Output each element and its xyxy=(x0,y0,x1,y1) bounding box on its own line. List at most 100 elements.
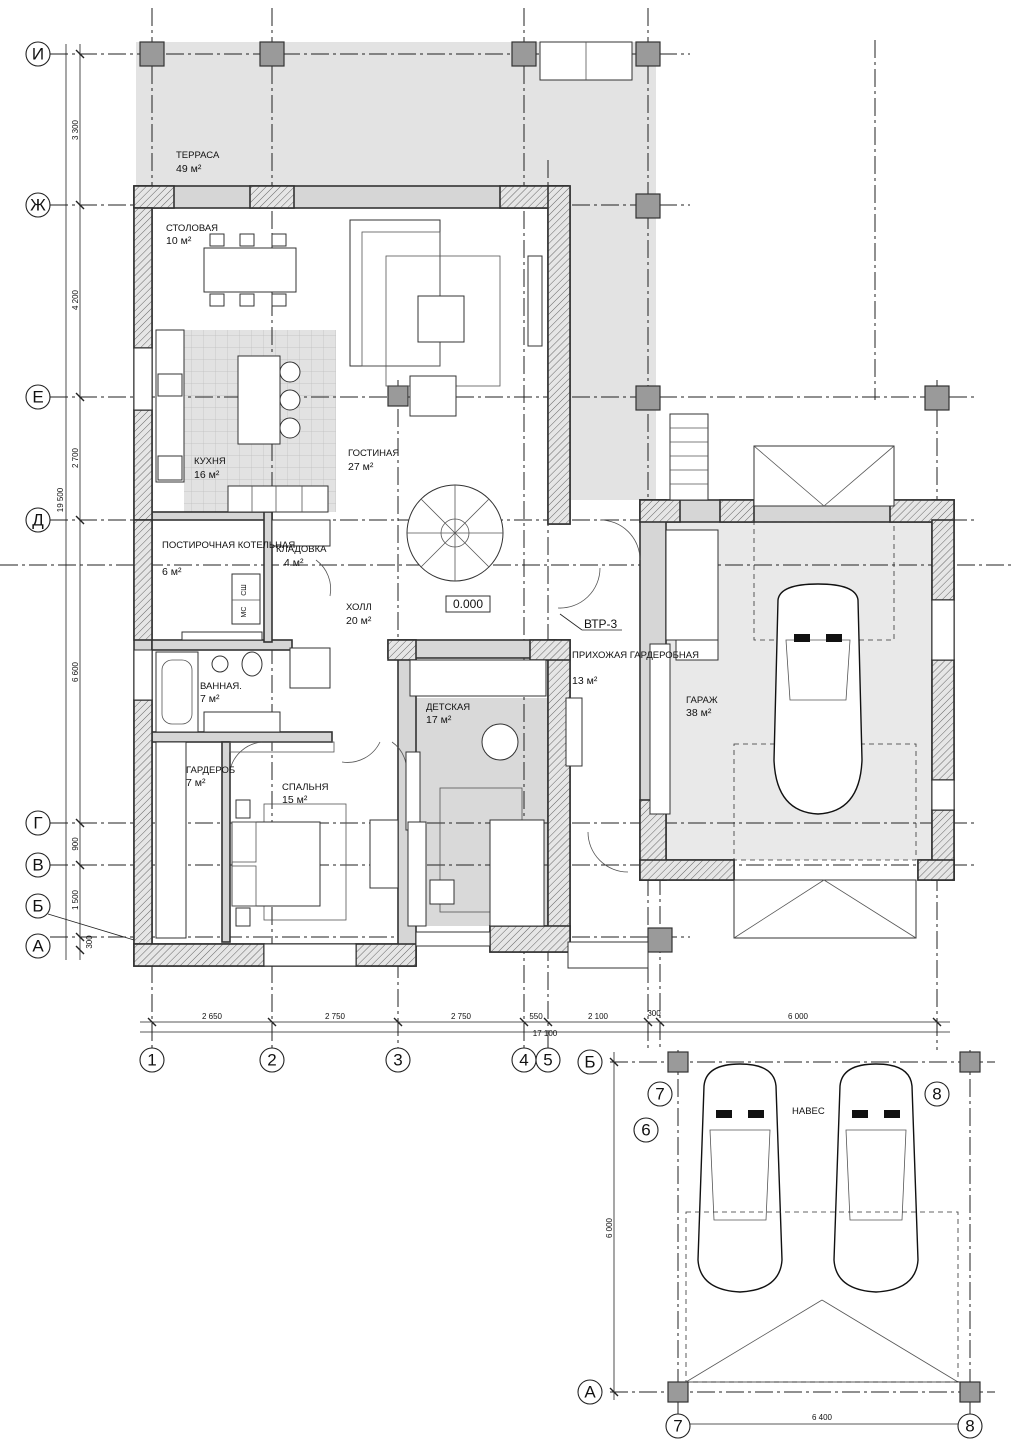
room-name: ГАРАЖ xyxy=(686,695,718,706)
room-name: ТЕРРАСА xyxy=(176,150,220,161)
room-area: 17 м² xyxy=(426,714,452,726)
furniture xyxy=(155,219,917,939)
axis-col-bubble: 3 xyxy=(385,1047,411,1073)
svg-text:Ж: Ж xyxy=(30,196,46,215)
svg-text:А: А xyxy=(32,937,44,956)
axis-row-bubble: А xyxy=(25,933,51,959)
svg-text:Б: Б xyxy=(584,1053,595,1072)
axis-row-bubble: Д xyxy=(25,507,51,533)
room-name: ВАННАЯ. xyxy=(200,681,242,692)
canopy-row-bubble: А xyxy=(577,1379,603,1405)
svg-text:2 750: 2 750 xyxy=(451,1012,472,1021)
svg-text:6: 6 xyxy=(641,1121,650,1140)
room-name: ПОСТИРОЧНАЯ КОТЕЛЬНАЯ xyxy=(162,540,295,551)
svg-text:И: И xyxy=(32,45,44,64)
canopy-row-bubble: Б xyxy=(577,1049,603,1075)
room-area: 38 м² xyxy=(686,707,712,719)
axis-row-bubble: Ж xyxy=(25,192,51,218)
cabinet-label: СШ xyxy=(241,584,248,595)
room-name: ХОЛЛ xyxy=(346,602,372,613)
axis-row-bubble: Б xyxy=(25,893,51,919)
svg-text:8: 8 xyxy=(965,1417,974,1436)
dimension-lines xyxy=(65,44,980,1429)
svg-text:4 200: 4 200 xyxy=(71,289,80,310)
axis-col-bubble: 1 xyxy=(139,1047,165,1073)
vent-label: ВТР-3 xyxy=(584,617,618,631)
svg-text:1 500: 1 500 xyxy=(71,889,80,910)
room-area: 6 м² xyxy=(162,566,182,578)
svg-text:В: В xyxy=(32,856,43,875)
svg-text:7: 7 xyxy=(655,1085,664,1104)
axis-bubbles: И Ж Е Д Г В Б А 1 2 3 4 5 6 7 8 Б А 7 8 xyxy=(25,41,983,1439)
terrace-side-fill xyxy=(568,190,656,500)
room-area: 20 м² xyxy=(346,615,372,627)
svg-text:17 100: 17 100 xyxy=(533,1029,558,1038)
svg-text:3: 3 xyxy=(393,1051,402,1070)
canopy-col-bubble: 7 xyxy=(665,1413,691,1439)
room-name: СТОЛОВАЯ xyxy=(166,223,218,234)
room-name: ДЕТСКАЯ xyxy=(426,702,470,713)
svg-text:2 650: 2 650 xyxy=(202,1012,223,1021)
room-name: ГОСТИНАЯ xyxy=(348,448,399,459)
room-area: 13 м² xyxy=(572,675,598,687)
room-area: 10 м² xyxy=(166,235,192,247)
room-name: КЛАДОВКА xyxy=(276,544,327,555)
room-name: ПРИХОЖАЯ ГАРДЕРОБНАЯ xyxy=(572,650,699,661)
svg-text:6 600: 6 600 xyxy=(71,661,80,682)
svg-text:Д: Д xyxy=(32,511,44,530)
svg-text:19 500: 19 500 xyxy=(56,487,65,512)
room-area: 49 м² xyxy=(176,163,202,175)
svg-text:2 700: 2 700 xyxy=(71,447,80,468)
svg-text:5: 5 xyxy=(543,1051,552,1070)
axis-col-bubble: 5 xyxy=(535,1047,561,1073)
room-area: 7 м² xyxy=(186,777,206,789)
svg-text:Г: Г xyxy=(33,814,42,833)
axis-col-bubble: 7 xyxy=(647,1081,673,1107)
dimension-labels: 2 650 2 750 2 750 550 2 100 300 6 000 17… xyxy=(56,119,833,1422)
axis-col-bubble: 6 xyxy=(633,1117,659,1143)
svg-text:А: А xyxy=(584,1383,596,1402)
svg-text:2: 2 xyxy=(267,1051,276,1070)
columns xyxy=(139,41,981,1403)
room-area: 16 м² xyxy=(194,469,220,481)
axis-col-bubble: 8 xyxy=(924,1081,950,1107)
axis-row-bubble: И xyxy=(25,41,51,67)
room-name: КУХНЯ xyxy=(194,456,226,467)
svg-text:300: 300 xyxy=(647,1009,661,1018)
svg-text:4: 4 xyxy=(519,1051,528,1070)
misc-labels: 0.000 ВТР-3 СШ МС xyxy=(241,584,622,631)
room-labels: ТЕРРАСА 49 м² СТОЛОВАЯ 10 м² ГОСТИНАЯ 27… xyxy=(162,150,825,1117)
svg-text:1: 1 xyxy=(147,1051,156,1070)
svg-text:300: 300 xyxy=(85,935,94,949)
canopy-col-bubble: 8 xyxy=(957,1413,983,1439)
axis-row-bubble: В xyxy=(25,852,51,878)
room-area: 7 м² xyxy=(200,693,220,705)
level-mark: 0.000 xyxy=(453,597,483,611)
axis-col-bubble: 4 xyxy=(511,1047,537,1073)
room-area: 4 м² xyxy=(284,557,304,569)
room-name: НАВЕС xyxy=(792,1106,825,1117)
svg-text:8: 8 xyxy=(932,1085,941,1104)
svg-text:550: 550 xyxy=(529,1012,543,1021)
room-area: 15 м² xyxy=(282,794,308,806)
cars xyxy=(685,583,960,1383)
cabinet-label: МС xyxy=(241,607,248,618)
svg-text:Б: Б xyxy=(32,897,43,916)
room-area: 27 м² xyxy=(348,461,374,473)
svg-text:6 400: 6 400 xyxy=(812,1413,833,1422)
svg-text:900: 900 xyxy=(71,837,80,851)
room-name: СПАЛЬНЯ xyxy=(282,782,329,793)
svg-text:6 000: 6 000 xyxy=(605,1217,614,1238)
svg-text:2 750: 2 750 xyxy=(325,1012,346,1021)
svg-text:2 100: 2 100 xyxy=(588,1012,609,1021)
axis-col-bubble: 2 xyxy=(259,1047,285,1073)
windows xyxy=(133,41,955,969)
svg-text:Е: Е xyxy=(32,388,43,407)
axis-row-bubble: Е xyxy=(25,384,51,410)
svg-text:3 300: 3 300 xyxy=(71,119,80,140)
axis-row-bubble: Г xyxy=(25,810,51,836)
svg-text:6 000: 6 000 xyxy=(788,1012,809,1021)
svg-text:7: 7 xyxy=(673,1417,682,1436)
room-name: ГАРДЕРОБ xyxy=(186,765,235,776)
